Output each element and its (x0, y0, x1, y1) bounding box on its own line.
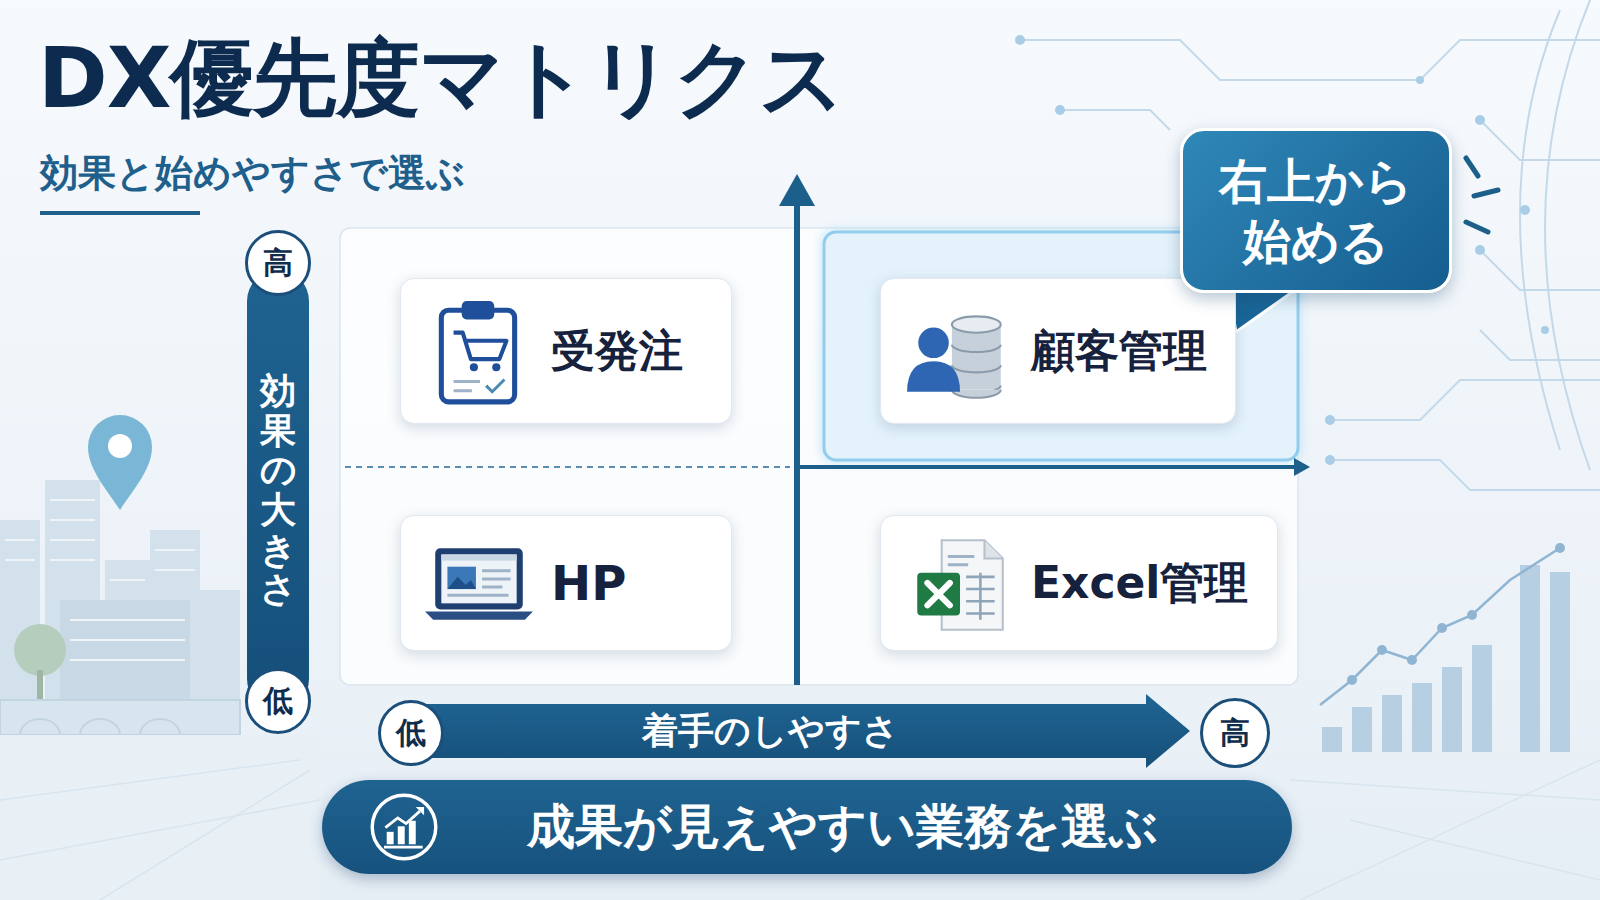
emphasis-marks (1466, 158, 1498, 232)
quadrant-box: 受発注 (400, 278, 732, 424)
customer-icon (903, 296, 1015, 408)
node-text: 効果の大きさ (260, 371, 296, 609)
floor-grid (0, 760, 1600, 900)
vertical-axis-head (779, 174, 815, 206)
node-text: Excel管理 (1031, 554, 1248, 613)
callout-tail (1228, 288, 1298, 332)
web-icon (423, 528, 535, 640)
bridge (0, 700, 240, 735)
subtitle: 効果と始めやすさで選ぶ (40, 148, 465, 199)
node-text: 受発注 (551, 322, 683, 381)
node-text: 高 (1220, 713, 1250, 754)
tree (14, 624, 66, 676)
vertical-axis (794, 200, 800, 685)
axis-arrow-band: 着手のしやすさ (400, 698, 1190, 764)
node-text: 着手のしやすさ (642, 707, 899, 756)
city-buildings (0, 480, 240, 720)
horizontal-axis (800, 465, 1296, 469)
node-text: 低 (396, 713, 426, 754)
node-text: 右上から 始める (1213, 151, 1419, 271)
water (0, 735, 320, 900)
trend-line (1320, 548, 1560, 705)
axis-end-circle: 低 (378, 700, 444, 766)
dashed-divider (345, 466, 790, 468)
arrow-band-outline (400, 694, 1190, 768)
node-text: HP (551, 555, 626, 611)
quadrant-box: 顧客管理 (880, 278, 1236, 424)
excel-icon (903, 528, 1015, 640)
chart-icon (366, 789, 442, 865)
axis-end-circle: 高 (245, 230, 311, 296)
title: DX優先度マトリクス (38, 22, 845, 136)
node-text: 顧客管理 (1031, 322, 1207, 381)
conclusion-band: 成果が見えやすい業務を選ぶ (322, 780, 1292, 874)
horizontal-axis-head (1294, 458, 1310, 476)
callout-bubble: 右上から 始める (1180, 128, 1452, 293)
axis-band: 効果の大きさ (247, 270, 309, 710)
quadrant-box: HP (400, 515, 732, 651)
order-icon (423, 296, 535, 408)
node-text: 成果が見えやすい業務を選ぶ (527, 795, 1158, 859)
axis-end-circle: 高 (1200, 698, 1270, 768)
subtitle-underline (40, 211, 200, 215)
trend-dots (1347, 543, 1565, 685)
node-text: 高 (263, 243, 293, 284)
matrix-panel (340, 228, 1298, 685)
map-pin-hole (108, 434, 132, 458)
bar-chart (1322, 565, 1570, 752)
node-text: 低 (263, 681, 293, 722)
quadrant-box: Excel管理 (880, 515, 1278, 651)
map-pin (88, 415, 152, 510)
axis-end-circle: 低 (245, 668, 311, 734)
